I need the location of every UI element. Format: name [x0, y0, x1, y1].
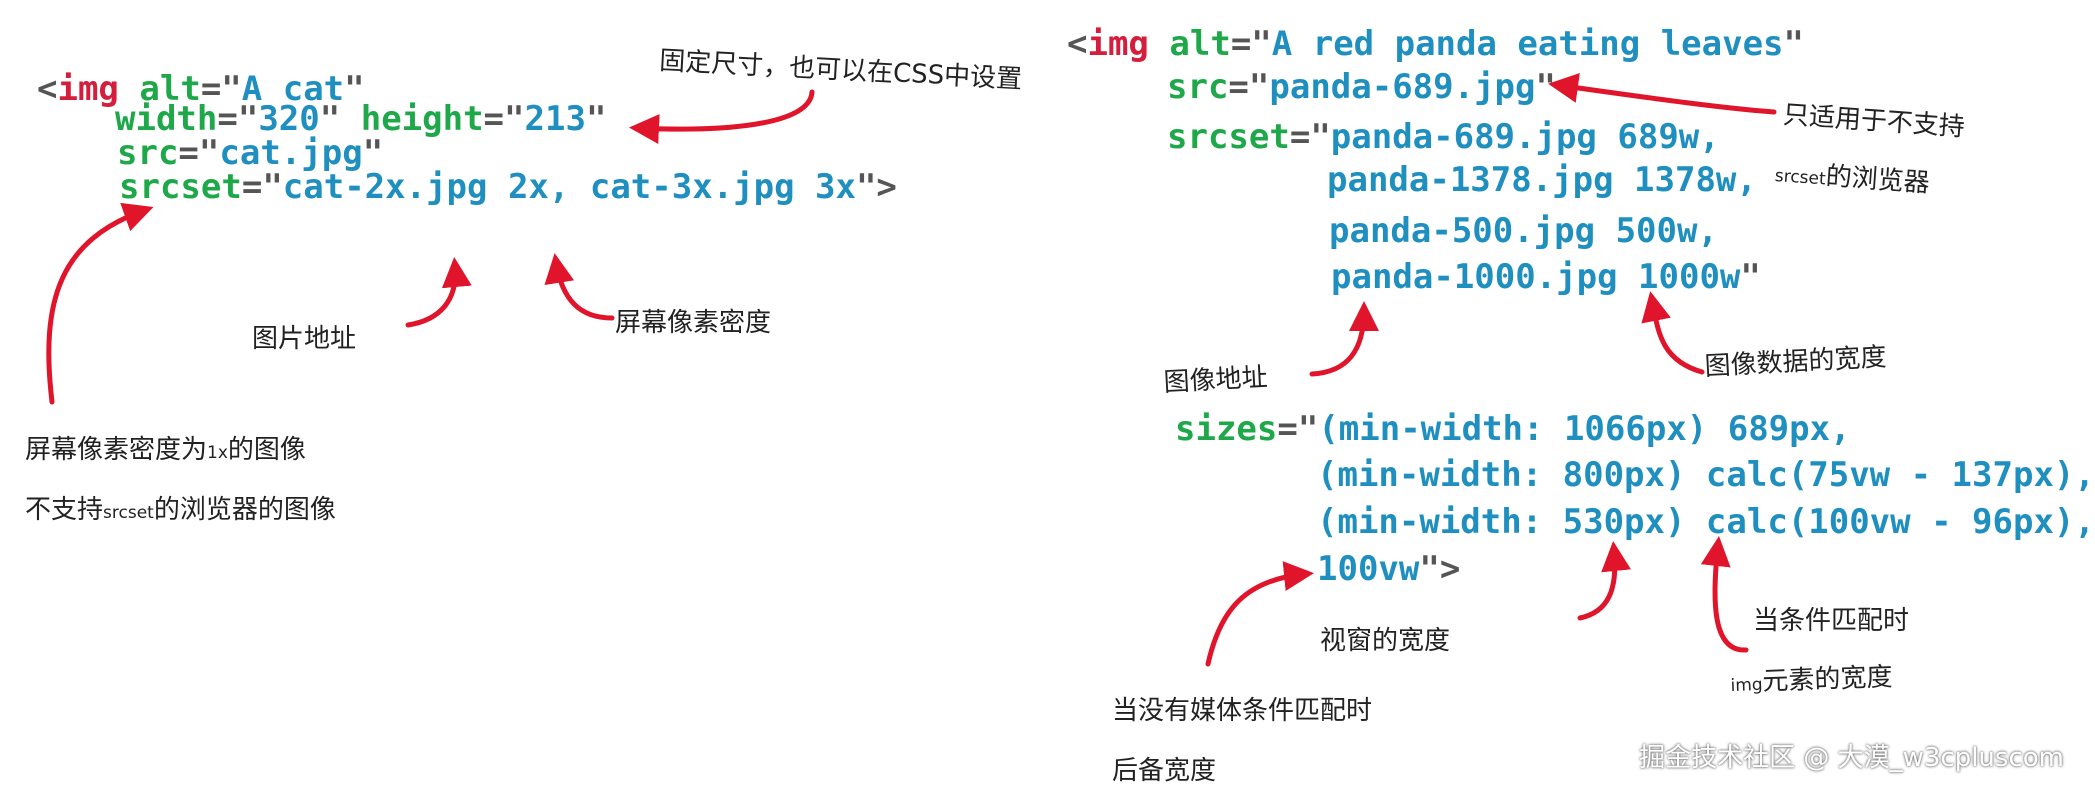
- right-sizes-line-3: (min-width: 530px) calc(100vw - 96px),: [1317, 502, 2095, 542]
- left-alt-q1: ": [221, 69, 242, 109]
- left-width-eq: =: [217, 99, 238, 139]
- right-srcset-line-4: panda-1000.jpg 1000w: [1331, 257, 1741, 297]
- left-height-attr: height: [360, 99, 484, 139]
- note-pixel-density: 屏幕像素密度: [615, 308, 772, 338]
- left-width-value: 320: [258, 99, 320, 139]
- right-src-eq: =: [1228, 67, 1249, 107]
- arrow-fallback-width: [1577, 541, 1632, 621]
- left-srcset-attr: srcset: [119, 167, 242, 207]
- left-width-q1: ": [237, 99, 259, 139]
- note-no-media-line-1: 当没有媒体条件匹配时: [1112, 696, 1373, 726]
- note-fallback-1x-line-2: 不支持srcset的浏览器的图像: [25, 497, 336, 523]
- arrow-image-url-right: [1309, 301, 1379, 377]
- left-alt-attr: alt: [139, 69, 201, 109]
- left-src-value: cat.jpg: [219, 133, 363, 173]
- right-close: ">: [1419, 549, 1461, 589]
- left-src-q2: ": [362, 133, 384, 173]
- note-image-url-left: 图片地址: [252, 324, 357, 354]
- left-alt-value: A cat: [241, 69, 345, 109]
- right-srcset-line-2: panda-1378.jpg 1378w,: [1327, 160, 1757, 200]
- right-src-attr: src: [1167, 67, 1229, 107]
- note-fallback-2-b: 的浏览器的图像: [153, 495, 336, 525]
- left-alt-q2: ": [344, 69, 365, 109]
- right-sizes-eq: =: [1277, 409, 1298, 449]
- left-close: ">: [855, 167, 897, 207]
- left-src-attr: src: [117, 133, 179, 173]
- right-srcset-attr: srcset: [1167, 117, 1290, 157]
- note-fallback-1x-line-1: 屏幕像素密度为1x的图像: [25, 437, 306, 463]
- note-fallback-2-small: srcset: [103, 503, 154, 523]
- arrow-pixel-density: [544, 253, 615, 321]
- right-src-q1: ": [1248, 67, 1270, 107]
- right-srcset-line-4-wrap: panda-1000.jpg 1000w": [1331, 260, 1761, 294]
- note-viewport-width: 视窗的宽度: [1320, 626, 1451, 656]
- right-img-tag: img: [1087, 24, 1149, 64]
- note-fallback-2-a: 不支持: [25, 495, 104, 525]
- right-srcset-q2: ": [1740, 257, 1761, 297]
- right-sizes-line-2: (min-width: 800px) calc(75vw - 137px),: [1317, 455, 2095, 495]
- left-src-eq: =: [178, 133, 199, 173]
- right-code-line-3: srcset="panda-689.jpg 689w,: [1167, 120, 1720, 154]
- right-sizes-attr: sizes: [1175, 409, 1278, 449]
- left-height-q1: ": [504, 99, 525, 139]
- arrow-only-unsupported: [1548, 73, 1777, 115]
- note-when-condition: 当条件匹配时: [1753, 606, 1910, 636]
- arrow-viewport-width: [1205, 561, 1314, 667]
- right-sizes-line-1: (min-width: 1066px) 689px,: [1318, 409, 1851, 449]
- right-alt-attr: alt: [1169, 24, 1231, 64]
- right-alt-q1: ": [1251, 24, 1272, 64]
- left-width-q2: ": [319, 99, 341, 139]
- left-img-tag: img: [57, 69, 119, 109]
- note-fallback-1x-a: 屏幕像素密度为: [25, 435, 208, 465]
- arrow-img-element-width: [1700, 536, 1749, 653]
- arrow-fixed-size: [629, 89, 815, 145]
- right-srcset-line-3: panda-500.jpg 500w,: [1329, 211, 1718, 251]
- right-sizes-line-4-wrap: 100vw">: [1317, 552, 1460, 586]
- left-srcset-eq: =: [241, 167, 263, 207]
- right-srcset-q1: ": [1310, 117, 1331, 157]
- right-srcset-line-1: panda-689.jpg 689w,: [1330, 117, 1720, 157]
- right-lt: <: [1067, 24, 1088, 64]
- left-height-q2: ": [585, 99, 607, 139]
- note-fallback-1x-b: 的图像: [227, 435, 306, 465]
- right-srcset-eq: =: [1289, 117, 1311, 157]
- right-alt-value: A red panda eating leaves: [1271, 24, 1784, 64]
- left-code-line-1: <img alt="A cat": [37, 72, 365, 106]
- right-src-value: panda-689.jpg: [1269, 67, 1536, 107]
- note-fallback-1x-small: 1x: [207, 443, 228, 463]
- watermark: 掘金技术社区 @ 大漠_w3cpluscom: [1639, 743, 2064, 773]
- left-width-attr: width: [115, 99, 218, 139]
- right-alt-eq: =: [1230, 24, 1252, 64]
- arrow-fallback-to-src: [46, 202, 154, 405]
- note-no-media-line-2: 后备宽度: [1112, 756, 1217, 786]
- left-srcset-value: cat-2x.jpg 2x, cat-3x.jpg 3x: [282, 167, 856, 207]
- right-sizes-line-1-wrap: sizes="(min-width: 1066px) 689px,: [1175, 412, 1851, 446]
- right-code-line-1: <img alt="A red panda eating leaves": [1067, 27, 1804, 61]
- left-src-q1: ": [198, 133, 220, 173]
- left-alt-eq: =: [200, 69, 222, 109]
- arrow-image-url-left: [405, 257, 472, 328]
- left-height-eq: =: [483, 99, 505, 139]
- left-lt: <: [37, 69, 58, 109]
- left-code-line-3: src="cat.jpg": [117, 136, 383, 170]
- right-code-line-2: src="panda-689.jpg": [1167, 70, 1556, 104]
- arrow-image-data-width: [1641, 291, 1705, 375]
- right-sizes-q1: ": [1297, 409, 1319, 449]
- left-srcset-q1: ": [262, 167, 283, 207]
- right-alt-q2: ": [1783, 24, 1805, 64]
- left-height-value: 213: [524, 99, 586, 139]
- right-sizes-line-4: 100vw: [1317, 549, 1420, 589]
- left-code-line-2: width="320" height="213": [115, 102, 606, 136]
- left-code-line-4: srcset="cat-2x.jpg 2x, cat-3x.jpg 3x">: [119, 170, 897, 204]
